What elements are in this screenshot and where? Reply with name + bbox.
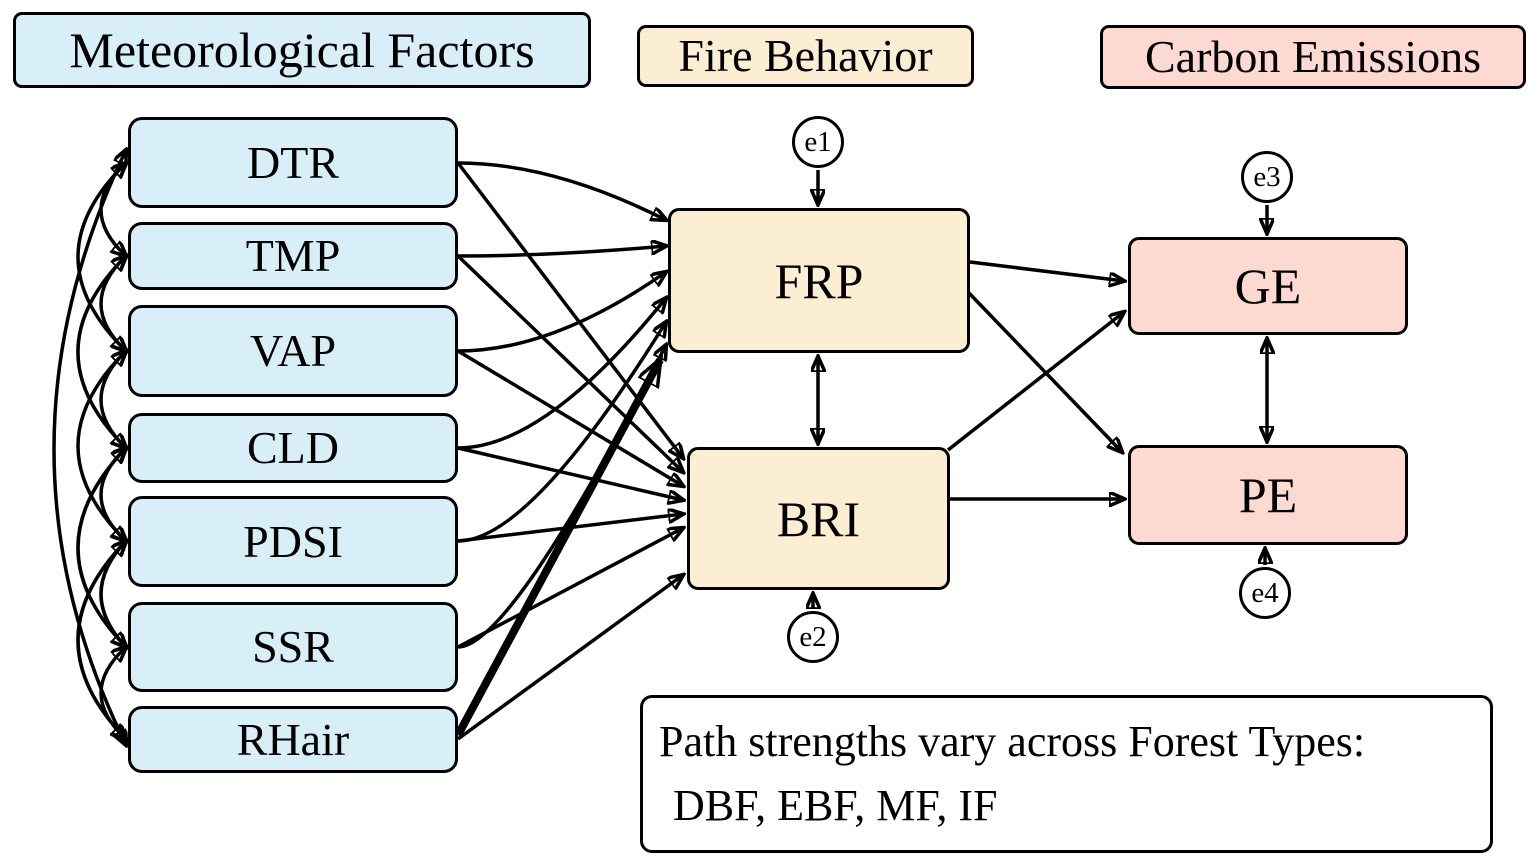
node-frp-label: FRP	[774, 252, 864, 309]
arc-pdsi-rhair	[76, 541, 126, 739]
path-bri-ge	[946, 312, 1124, 452]
forest-types-note: Path strengths vary across Forest Types:…	[640, 695, 1493, 853]
path-ssr-bri	[457, 528, 683, 649]
path-dtr-bri	[456, 161, 683, 458]
node-ssr-label: SSR	[252, 621, 334, 672]
node-ge-label: GE	[1234, 258, 1302, 314]
header-met-label: Meteorological Factors	[69, 22, 535, 78]
path-cld-frp	[457, 298, 666, 450]
met-to-frp-paths	[454, 161, 666, 737]
node-bri: BRI	[687, 447, 950, 590]
header-carbon-label: Carbon Emissions	[1144, 31, 1482, 82]
path-vap-frp	[457, 272, 666, 353]
arc-cld-ssr	[76, 448, 126, 647]
path-rhair-bri	[456, 575, 683, 741]
arc-dtr-rhair	[52, 150, 126, 745]
header-fire-behavior: Fire Behavior	[637, 25, 974, 87]
path-rhair-frp-thick	[454, 360, 664, 737]
node-cld: CLD	[128, 413, 458, 483]
path-vap-bri	[457, 349, 683, 486]
path-ssr-frp	[457, 345, 666, 649]
node-ssr: SSR	[128, 602, 458, 692]
e4-label: e4	[1251, 576, 1279, 609]
e1-label: e1	[804, 125, 832, 158]
header-meteorological-factors: Meteorological Factors	[13, 12, 591, 88]
path-pdsi-bri	[457, 514, 683, 543]
node-pdsi: PDSI	[128, 496, 458, 587]
error-term-e4: e4	[1239, 567, 1291, 619]
error-term-e1: e1	[792, 116, 844, 168]
node-rhair: RHair	[128, 706, 458, 773]
node-bri-label: BRI	[776, 490, 861, 547]
arc-tmp-cld	[76, 256, 126, 448]
node-pe: PE	[1128, 445, 1408, 545]
error-paths	[813, 170, 1267, 609]
path-dtr-frp	[457, 161, 666, 220]
note-line1: Path strengths vary across Forest Types:	[659, 717, 1366, 767]
node-cld-label: CLD	[247, 422, 339, 473]
node-rhair-label: RHair	[236, 713, 350, 765]
met-covariance-arcs	[52, 150, 126, 745]
node-vap: VAP	[128, 305, 458, 397]
note-line2: DBF, EBF, MF, IF	[673, 781, 998, 830]
path-frp-ge	[969, 260, 1124, 281]
arc-vap-pdsi	[76, 351, 126, 541]
node-pe-label: PE	[1238, 467, 1298, 523]
met-to-bri-paths	[456, 161, 683, 741]
node-tmp-label: TMP	[245, 230, 341, 281]
e2-label: e2	[799, 620, 827, 653]
error-term-e2: e2	[787, 611, 839, 663]
e3-label: e3	[1253, 160, 1281, 193]
node-ge: GE	[1128, 237, 1408, 335]
arc-dtr-vap	[76, 163, 126, 351]
fire-to-carbon-paths	[946, 260, 1124, 499]
error-term-e3: e3	[1241, 151, 1293, 203]
header-fire-label: Fire Behavior	[678, 30, 933, 81]
path-cld-bri	[457, 446, 683, 500]
node-frp: FRP	[668, 208, 970, 353]
node-dtr: DTR	[128, 117, 458, 208]
path-tmp-frp	[457, 246, 666, 258]
node-tmp: TMP	[128, 222, 458, 290]
path-tmp-bri	[456, 254, 683, 472]
header-carbon-emissions: Carbon Emissions	[1100, 25, 1526, 89]
node-dtr-label: DTR	[247, 136, 339, 188]
node-pdsi-label: PDSI	[243, 515, 343, 567]
node-vap-label: VAP	[249, 325, 337, 376]
